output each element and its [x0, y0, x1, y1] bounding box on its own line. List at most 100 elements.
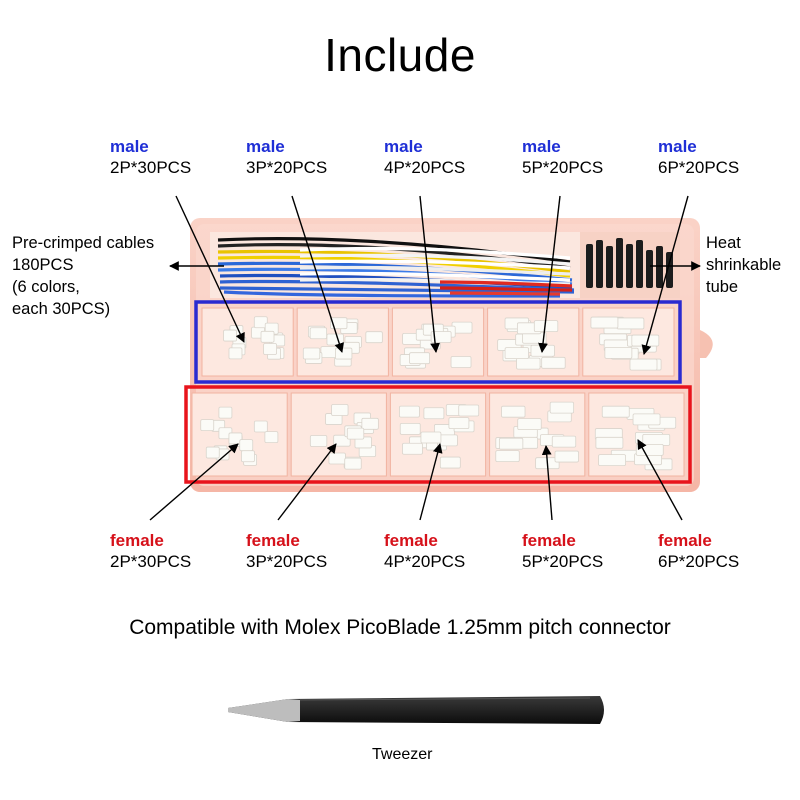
- male-connector: [516, 357, 541, 370]
- female-connector: [601, 405, 630, 418]
- female-connector: [551, 435, 577, 448]
- female-kind: female: [658, 531, 712, 550]
- male-connector: [302, 347, 321, 360]
- female-arrows: [149, 439, 683, 521]
- male-label-5p: male 5P*20PCS: [522, 136, 603, 178]
- female-connector: [344, 457, 362, 470]
- female-connector: [439, 456, 461, 469]
- male-qty: 6P*20PCS: [658, 158, 740, 177]
- male-connector: [631, 334, 660, 347]
- female-connector: [632, 413, 661, 426]
- female-connector: [200, 419, 215, 432]
- male-qty: 3P*20PCS: [246, 158, 328, 177]
- female-qty: 5P*20PCS: [522, 552, 604, 571]
- female-connector: [554, 450, 579, 463]
- male-connector: [629, 358, 658, 371]
- connector-compartments: [191, 307, 685, 477]
- male-label-2p: male 2P*30PCS: [110, 136, 191, 178]
- male-kind: male: [110, 137, 149, 156]
- female-connector: [346, 427, 365, 440]
- female-qty: 3P*20PCS: [246, 552, 328, 571]
- male-kind: male: [246, 137, 285, 156]
- female-connector: [549, 401, 575, 414]
- female-qty: 2P*30PCS: [110, 552, 192, 571]
- male-connector: [330, 317, 348, 330]
- female-qty: 4P*20PCS: [384, 552, 466, 571]
- female-connector: [642, 433, 671, 446]
- male-kind: male: [658, 137, 697, 156]
- male-connector: [253, 316, 268, 329]
- cables-line: each 30PCS): [12, 300, 111, 318]
- male-connector: [541, 356, 566, 369]
- tweezer-image: [228, 696, 604, 724]
- male-label-3p: male 3P*20PCS: [246, 136, 327, 178]
- male-connector: [263, 343, 277, 355]
- male-connector: [335, 347, 353, 360]
- male-connector: [450, 356, 472, 368]
- female-kind: female: [522, 531, 576, 550]
- male-qty: 5P*20PCS: [522, 158, 604, 177]
- female-connector: [264, 431, 279, 444]
- female-connector: [331, 404, 349, 416]
- female-row-outline: [184, 385, 692, 484]
- male-qty: 2P*30PCS: [110, 158, 192, 177]
- cables-label: Pre-crimped cables 180PCS (6 colors, eac…: [12, 232, 154, 320]
- heat-line: Heat: [706, 234, 741, 252]
- male-connector: [590, 316, 619, 329]
- female-connector: [498, 437, 524, 450]
- male-connector: [228, 347, 243, 360]
- male-qty: 4P*20PCS: [384, 158, 466, 177]
- female-label-5p: female 5P*20PCS: [522, 530, 603, 572]
- male-kind: male: [522, 137, 561, 156]
- female-connector: [458, 404, 480, 417]
- tweezer-label: Tweezer: [372, 746, 433, 763]
- male-row-outline: [194, 300, 682, 384]
- female-label-4p: female 4P*20PCS: [384, 530, 465, 572]
- cables-line: 180PCS: [12, 256, 74, 274]
- page-title: Include: [324, 29, 476, 81]
- heat-line: shrinkable: [706, 256, 782, 274]
- female-connector: [253, 420, 268, 433]
- female-connector: [333, 434, 351, 447]
- female-connector: [495, 450, 520, 463]
- female-kind: female: [246, 531, 300, 550]
- female-qty: 6P*20PCS: [658, 552, 740, 571]
- female-connector: [218, 406, 233, 419]
- male-connector: [409, 352, 430, 365]
- female-connector: [402, 442, 423, 455]
- female-connector: [501, 405, 526, 418]
- cables-line: (6 colors,: [12, 278, 80, 296]
- male-connector: [309, 327, 328, 340]
- male-connector: [604, 346, 633, 359]
- female-label-6p: female 6P*20PCS: [658, 530, 739, 572]
- male-arrows: [175, 195, 689, 355]
- female-connector: [361, 417, 379, 430]
- female-connector: [239, 439, 254, 451]
- female-connector: [420, 431, 442, 444]
- male-connector: [260, 330, 275, 343]
- female-connector: [423, 407, 445, 420]
- male-connector: [223, 329, 237, 342]
- female-connector: [598, 454, 626, 467]
- pre-crimped-cables: [217, 237, 575, 298]
- female-connector: [399, 405, 420, 418]
- male-label-4p: male 4P*20PCS: [384, 136, 465, 178]
- heat-line: tube: [706, 278, 739, 296]
- male-connector: [430, 331, 452, 343]
- female-connector: [448, 417, 470, 430]
- heat-shrink-tubes: [586, 238, 673, 288]
- male-connector: [326, 333, 344, 346]
- female-connector: [328, 452, 346, 465]
- heat-shrink-label: Heat shrinkable tube: [706, 232, 781, 298]
- male-connector: [616, 317, 645, 330]
- female-connector: [309, 435, 328, 447]
- female-connector: [205, 446, 220, 459]
- female-connector: [517, 418, 542, 431]
- male-connector: [365, 331, 383, 344]
- male-connector: [504, 347, 529, 360]
- female-connector: [399, 422, 421, 435]
- female-connector: [635, 443, 664, 456]
- cables-line: Pre-crimped cables: [12, 234, 155, 252]
- male-kind: male: [384, 137, 423, 156]
